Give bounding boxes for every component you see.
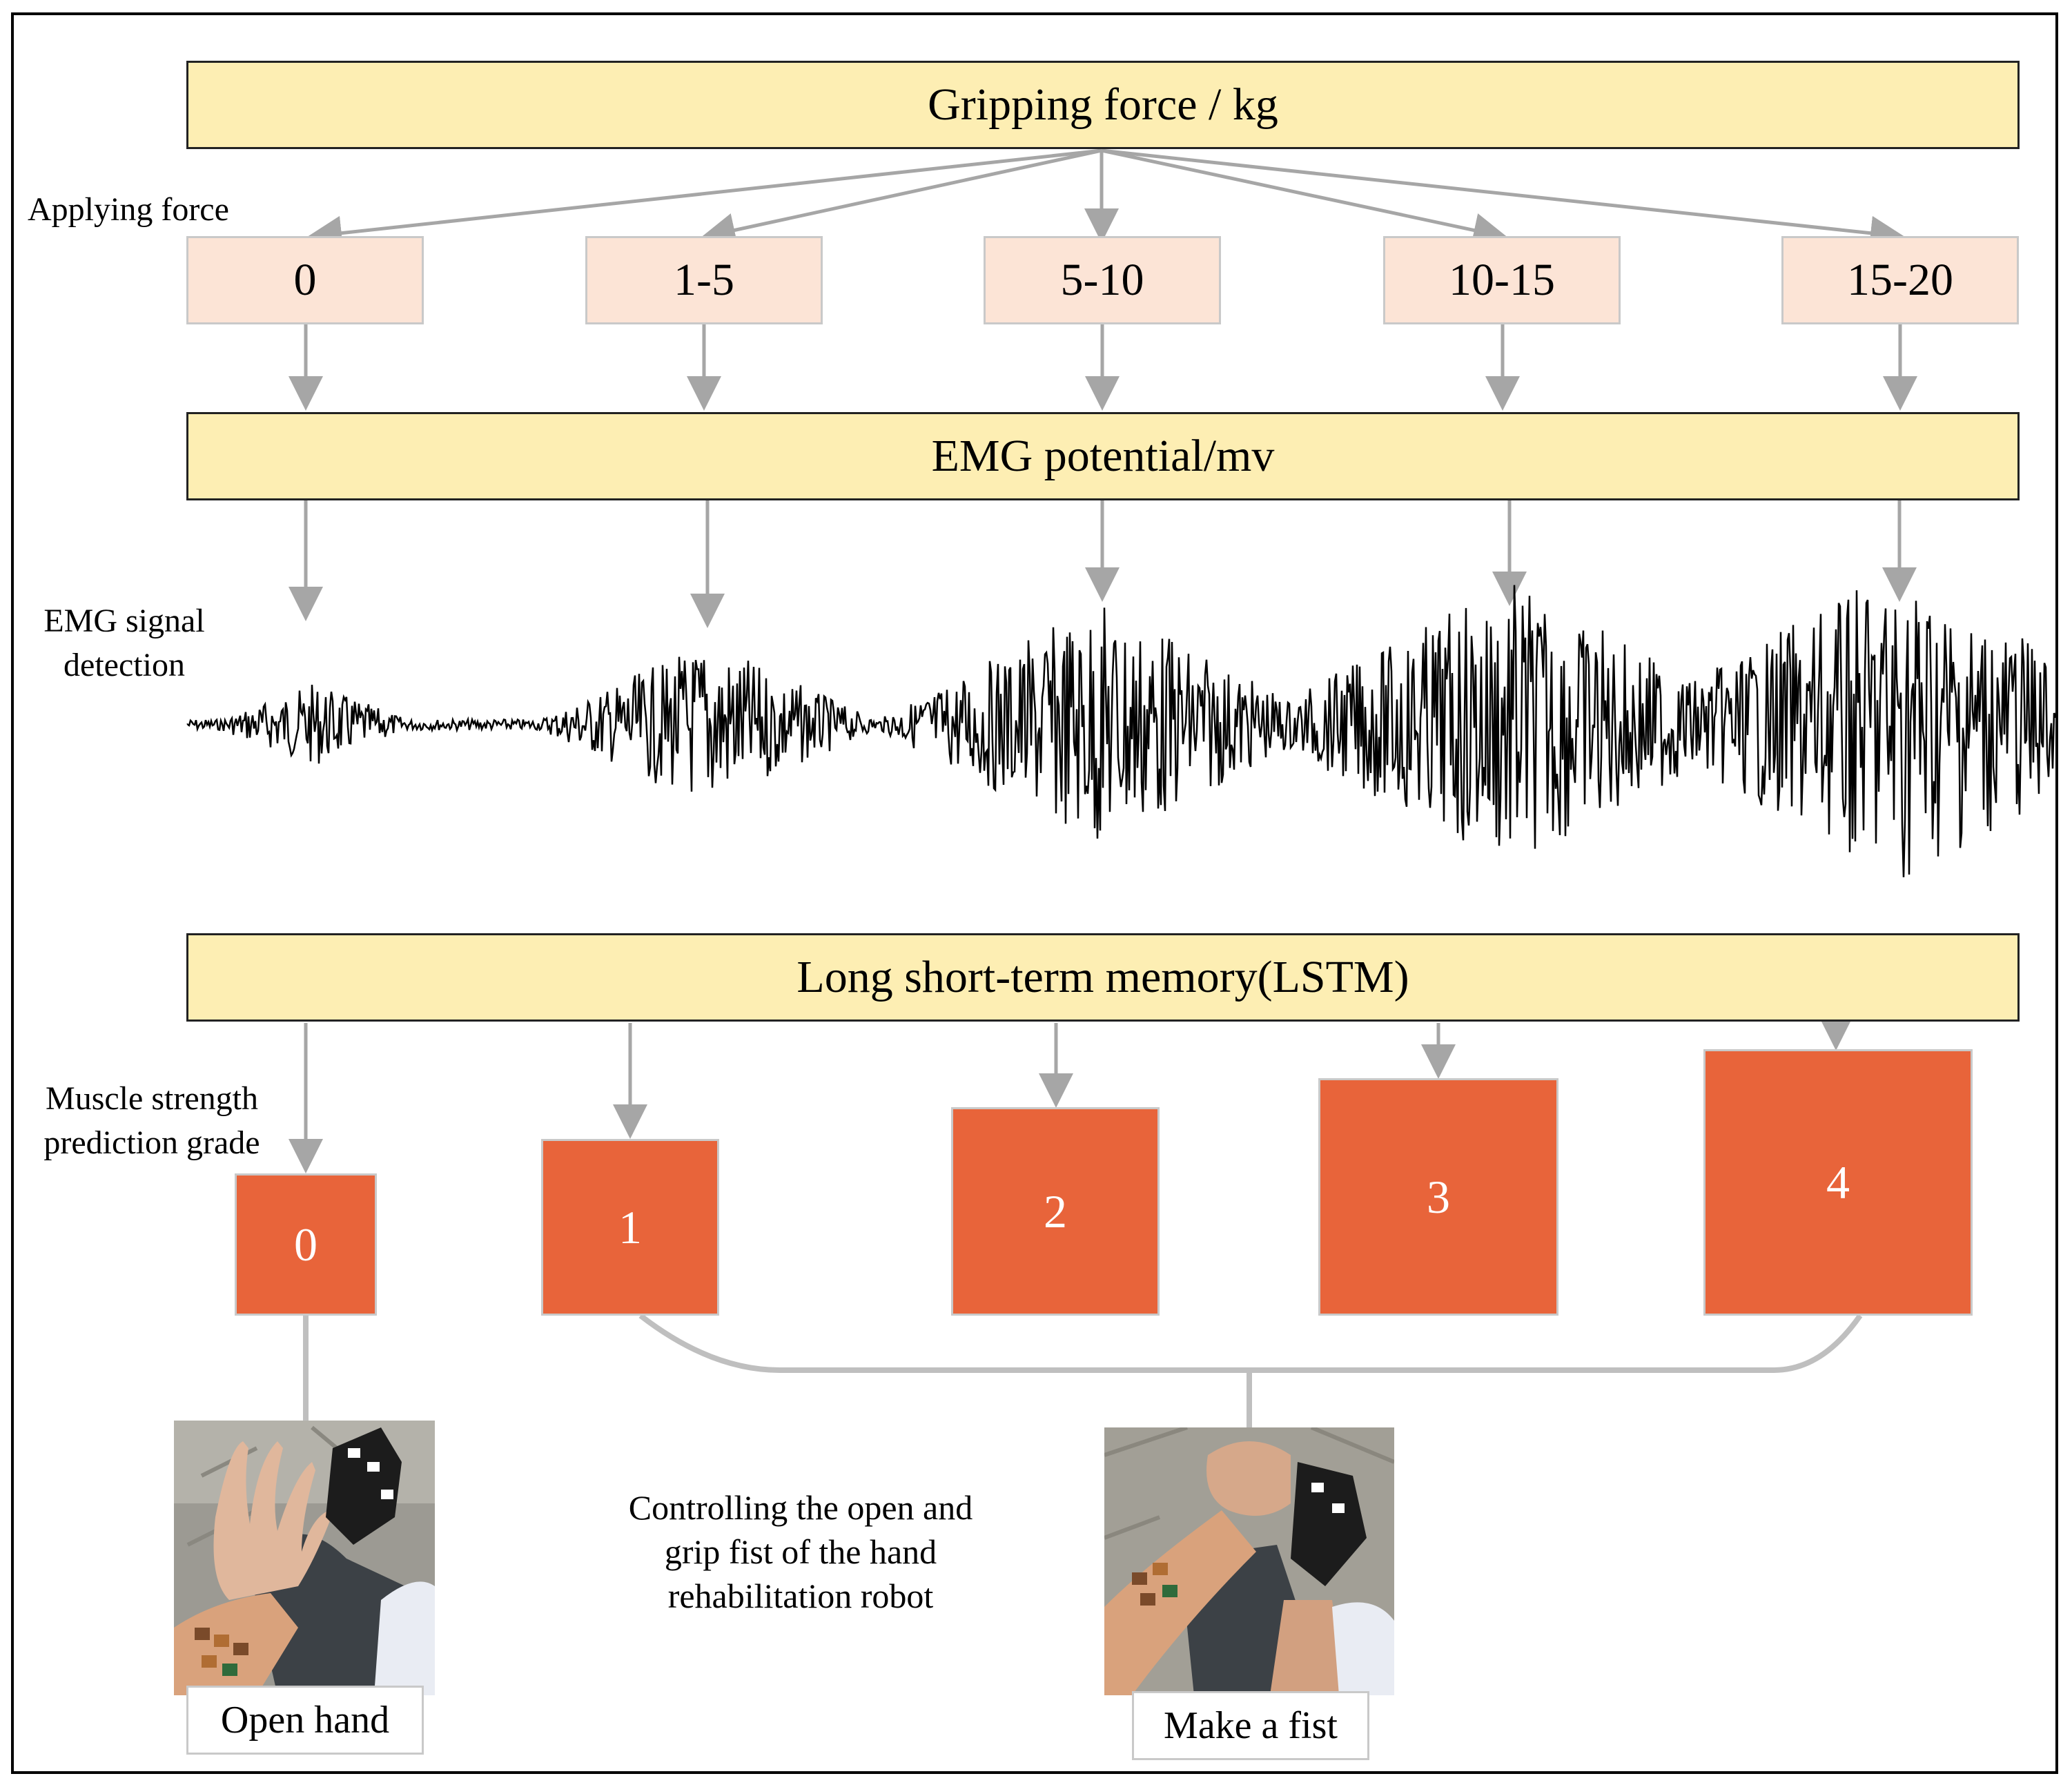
grade-box-3: 3	[1318, 1078, 1558, 1316]
emg-to-signal-arrows	[289, 500, 1917, 628]
fist-image	[1104, 1427, 1394, 1695]
grade-label: Muscle strength prediction grade	[43, 1080, 260, 1161]
open-hand-caption: Open hand	[186, 1686, 424, 1755]
arrow-to-range-3	[1101, 148, 1508, 248]
grade-box-1: 1	[541, 1139, 719, 1316]
photo-connectors	[303, 1313, 1863, 1427]
force-range-4: 15-20	[1781, 236, 2019, 324]
emg-potential-label: EMG potential/mv	[931, 431, 1275, 481]
open-hand-image	[174, 1421, 435, 1695]
arrow-to-range-1	[701, 148, 1102, 247]
emg-potential-bar: EMG potential/mv	[186, 412, 2020, 500]
gripping-force-label: Gripping force / kg	[928, 79, 1278, 130]
open-hand-photo	[174, 1421, 435, 1695]
grade-box-2: 2	[951, 1107, 1160, 1316]
arrow-to-range-0	[307, 148, 1102, 251]
lstm-bar: Long short-term memory(LSTM)	[186, 933, 2020, 1022]
grade-box-4: 4	[1703, 1049, 1973, 1316]
lstm-label: Long short-term memory(LSTM)	[796, 952, 1409, 1002]
lstm-to-grade-arrows	[289, 1016, 1853, 1173]
fan-arrows	[307, 148, 1905, 251]
force-range-3: 10-15	[1383, 236, 1621, 324]
force-range-2: 5-10	[984, 236, 1221, 324]
arrow-to-range-4	[1101, 148, 1905, 251]
force-range-1: 1-5	[585, 236, 823, 324]
figure-frame	[11, 12, 2058, 1774]
control-description: Controlling the open and grip fist of th…	[628, 1488, 973, 1615]
emg-signal-waveform	[186, 585, 2058, 877]
applying-force-label: Applying force	[28, 191, 229, 228]
emg-detection-label: EMG signal detection	[43, 603, 205, 683]
range-to-emg-arrows	[289, 324, 1917, 411]
grade-box-0: 0	[235, 1173, 377, 1316]
fist-caption: Make a fist	[1132, 1691, 1369, 1760]
fist-photo	[1104, 1427, 1394, 1695]
force-range-0: 0	[186, 236, 424, 324]
gripping-force-bar: Gripping force / kg	[186, 61, 2020, 149]
